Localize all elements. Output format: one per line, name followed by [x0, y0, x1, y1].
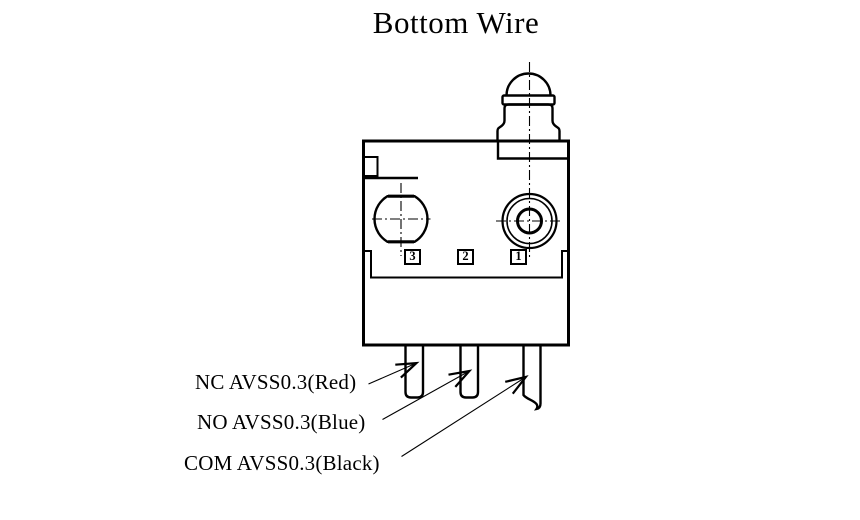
leader-line-nc	[368, 361, 420, 385]
left-hole	[373, 194, 429, 244]
switch-body	[362, 139, 570, 347]
terminal-hole-middle-ring	[506, 197, 553, 245]
plunger-collar	[496, 141, 569, 160]
leader-lines	[368, 361, 529, 457]
wire-label-com: COM AVSS0.3(Black)	[184, 451, 380, 475]
terminal-hole-inner-ring	[516, 207, 543, 235]
diagram-title: Bottom Wire	[372, 5, 540, 40]
body-outline	[362, 139, 570, 347]
leader-line-com	[401, 375, 529, 457]
terminal-hole	[501, 192, 558, 250]
pin-3-nc	[404, 346, 425, 399]
terminal-number-3: 3	[404, 249, 421, 265]
terminal-number-1: 1	[510, 249, 527, 265]
plunger	[496, 72, 569, 160]
wire-label-nc: NC AVSS0.3(Red)	[195, 370, 357, 394]
plunger-dome	[505, 72, 552, 96]
pin-2-no	[459, 346, 480, 399]
body-side-tab	[362, 156, 379, 177]
terminal-number-2: 2	[457, 249, 474, 265]
pin-1-com	[522, 346, 542, 411]
left-hole-outline	[373, 195, 429, 243]
pins	[404, 346, 542, 411]
terminal-hole-outer-ring	[501, 192, 558, 250]
leader-line-no	[382, 369, 473, 420]
body-bottom-channel	[363, 250, 569, 279]
plunger-band	[501, 94, 556, 106]
wire-label-no: NO AVSS0.3(Blue)	[197, 410, 366, 434]
plunger-shaft	[496, 103, 561, 141]
